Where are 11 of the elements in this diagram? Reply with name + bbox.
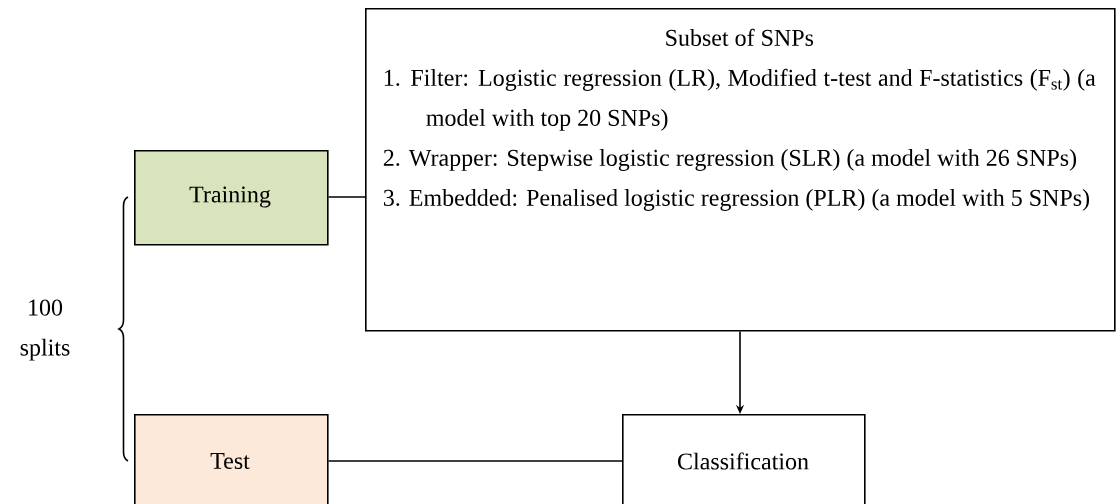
list-item: 2. Wrapper: Stepwise logistic regression (SLR) (a model with 26 SNPs) xyxy=(383,149,1077,171)
process-box: Classification xyxy=(622,414,866,504)
list-heading: Subset of SNPs xyxy=(666,28,814,46)
list-item: 3. Embedded: Penalised logistic regression (PLR) (a model with 5 SNPs) xyxy=(383,189,1089,211)
list-box xyxy=(365,8,1116,332)
list-item: 1. Filter: Logistic regression (LR), Modified t-test and F-statistics (F$_{st}$) (a model with top 20 SNPs) xyxy=(384,68,1096,131)
brace-label: 100 splits xyxy=(20,299,70,361)
process-box: Test xyxy=(134,414,329,504)
process-box: Training xyxy=(134,150,329,246)
connector xyxy=(327,196,366,198)
connector xyxy=(327,460,623,462)
